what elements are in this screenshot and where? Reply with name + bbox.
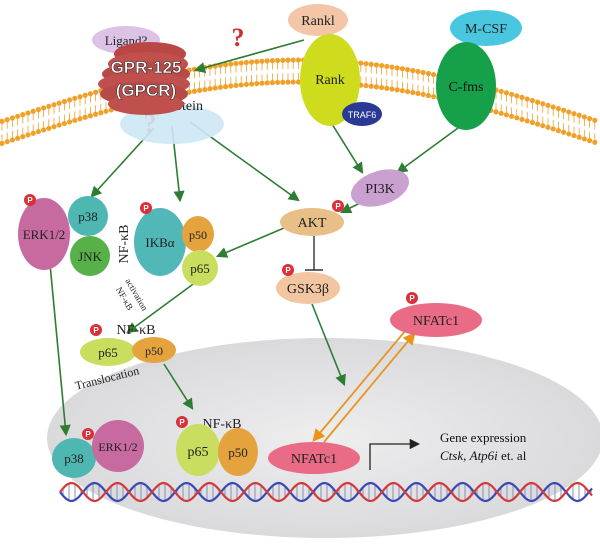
erk-nucleus-node bbox=[92, 420, 144, 472]
nfkb-cyto-label: NF-κB bbox=[117, 323, 156, 338]
gene-separator: , bbox=[463, 448, 470, 463]
p50-nucleus-label: p50 bbox=[228, 445, 248, 460]
p38-node bbox=[68, 196, 108, 236]
nfatc1-nucleus-label: NFATc1 bbox=[291, 452, 337, 467]
gene-list: Ctsk, Atp6i et. al bbox=[440, 448, 527, 463]
traf6-label: TRAF6 bbox=[348, 110, 377, 120]
svg-text:P: P bbox=[285, 266, 291, 275]
gene-ctsk: Ctsk bbox=[440, 448, 463, 463]
gpr125-label: GPR-125 bbox=[111, 58, 182, 77]
phospho-badge-nfatc1: P bbox=[406, 292, 418, 304]
arrow-rankl-to-gpr bbox=[193, 39, 305, 73]
nfatc1-cytoplasm-label: NFATc1 bbox=[413, 314, 459, 329]
cfms-label: C-fms bbox=[449, 80, 484, 95]
dna-helix bbox=[59, 481, 593, 503]
gene-expression-arrow bbox=[369, 438, 421, 470]
pi3k-node bbox=[350, 169, 410, 207]
p65-cyto-node bbox=[182, 250, 218, 286]
phospho-badge-erk: P bbox=[24, 194, 36, 206]
akt-inhibits-gsk3b bbox=[305, 236, 323, 271]
phospho-badges: P P P P P P P P bbox=[24, 194, 418, 440]
ikba-label: IKBα bbox=[145, 235, 174, 250]
gsk3b-label: GSK3β bbox=[287, 282, 329, 297]
erk-node bbox=[18, 198, 70, 270]
rank-receptor bbox=[300, 34, 360, 126]
arrow-p65-to-nfkb bbox=[126, 281, 197, 334]
phospho-badge-akt: P bbox=[332, 200, 344, 212]
mcsf-node bbox=[450, 10, 522, 46]
nfkb-nucleus-label: NF-κB bbox=[203, 417, 242, 432]
jnk-node bbox=[70, 236, 110, 276]
svg-text:P: P bbox=[143, 204, 149, 213]
erk-label: ERK1/2 bbox=[23, 227, 66, 242]
svg-text:P: P bbox=[179, 418, 185, 427]
phospho-badge-nfkb: P bbox=[90, 324, 102, 336]
gene-etal: et. al bbox=[498, 448, 527, 463]
phospho-badge-ikba: P bbox=[140, 202, 152, 214]
p65-cyto-label: p65 bbox=[190, 261, 210, 276]
jnk-label: JNK bbox=[78, 249, 102, 264]
p65-trans-label: p65 bbox=[98, 345, 118, 360]
akt-label: AKT bbox=[298, 216, 327, 231]
rankl-node bbox=[288, 4, 348, 36]
gene-atp6i: Atp6i bbox=[469, 448, 499, 463]
nfatc1-shuttle-arrows bbox=[312, 329, 416, 443]
p38-label: p38 bbox=[78, 209, 98, 224]
gpcr-label: (GPCR) bbox=[116, 81, 176, 100]
p50-nucleus-node bbox=[218, 428, 258, 476]
erk-nucleus-label: ERK1/2 bbox=[98, 440, 137, 454]
arrow-erk-to-nucleus bbox=[49, 263, 71, 437]
svg-text:P: P bbox=[27, 196, 33, 205]
p50-trans-label: p50 bbox=[145, 344, 163, 358]
nfatc1-cytoplasm bbox=[390, 303, 482, 337]
gene-expression-label: Gene expression bbox=[440, 430, 527, 445]
nfatc1-nucleus bbox=[268, 442, 360, 474]
pi3k-label: PI3K bbox=[365, 182, 395, 197]
arrow-rank-to-pi3k bbox=[331, 123, 364, 174]
cfms-receptor bbox=[436, 42, 496, 130]
ikba-node bbox=[134, 208, 186, 276]
arrow-akt-to-p65 bbox=[215, 227, 285, 258]
p38-nucleus-node bbox=[52, 438, 96, 478]
p65-nucleus-node bbox=[176, 424, 220, 476]
arrow-cfms-to-pi3k bbox=[396, 127, 459, 174]
question-mark-top: ? bbox=[232, 23, 245, 52]
p50-trans-node bbox=[132, 337, 176, 363]
p38-nucleus-label: p38 bbox=[64, 451, 84, 466]
gsk3b-node bbox=[276, 272, 340, 304]
nfkb-vertical-label: NF-κB bbox=[117, 225, 132, 264]
svg-text:P: P bbox=[85, 430, 91, 439]
mcsf-label: M-CSF bbox=[465, 22, 507, 37]
phospho-badge-nucleus-erk: P bbox=[82, 428, 94, 440]
svg-text:P: P bbox=[335, 202, 341, 211]
arrow-nfkb-to-nucleus bbox=[163, 363, 194, 410]
akt-node bbox=[280, 208, 344, 236]
rank-label: Rank bbox=[315, 73, 345, 88]
gpr125-receptor bbox=[98, 42, 190, 115]
phospho-badge-gsk3b: P bbox=[282, 264, 294, 276]
p65-trans-node bbox=[80, 338, 136, 366]
p50-cyto-node bbox=[182, 216, 214, 252]
traf6-node bbox=[342, 102, 382, 126]
svg-text:P: P bbox=[93, 326, 99, 335]
svg-text:P: P bbox=[409, 294, 415, 303]
arrow-gsk3b-to-nfatc1 bbox=[311, 303, 346, 387]
rankl-label: Rankl bbox=[301, 14, 335, 29]
cell-membrane bbox=[0, 57, 598, 146]
phospho-badge-nucleus-nfkb: P bbox=[176, 416, 188, 428]
p65-nucleus-label: p65 bbox=[188, 445, 209, 460]
p50-cyto-label: p50 bbox=[189, 228, 207, 242]
